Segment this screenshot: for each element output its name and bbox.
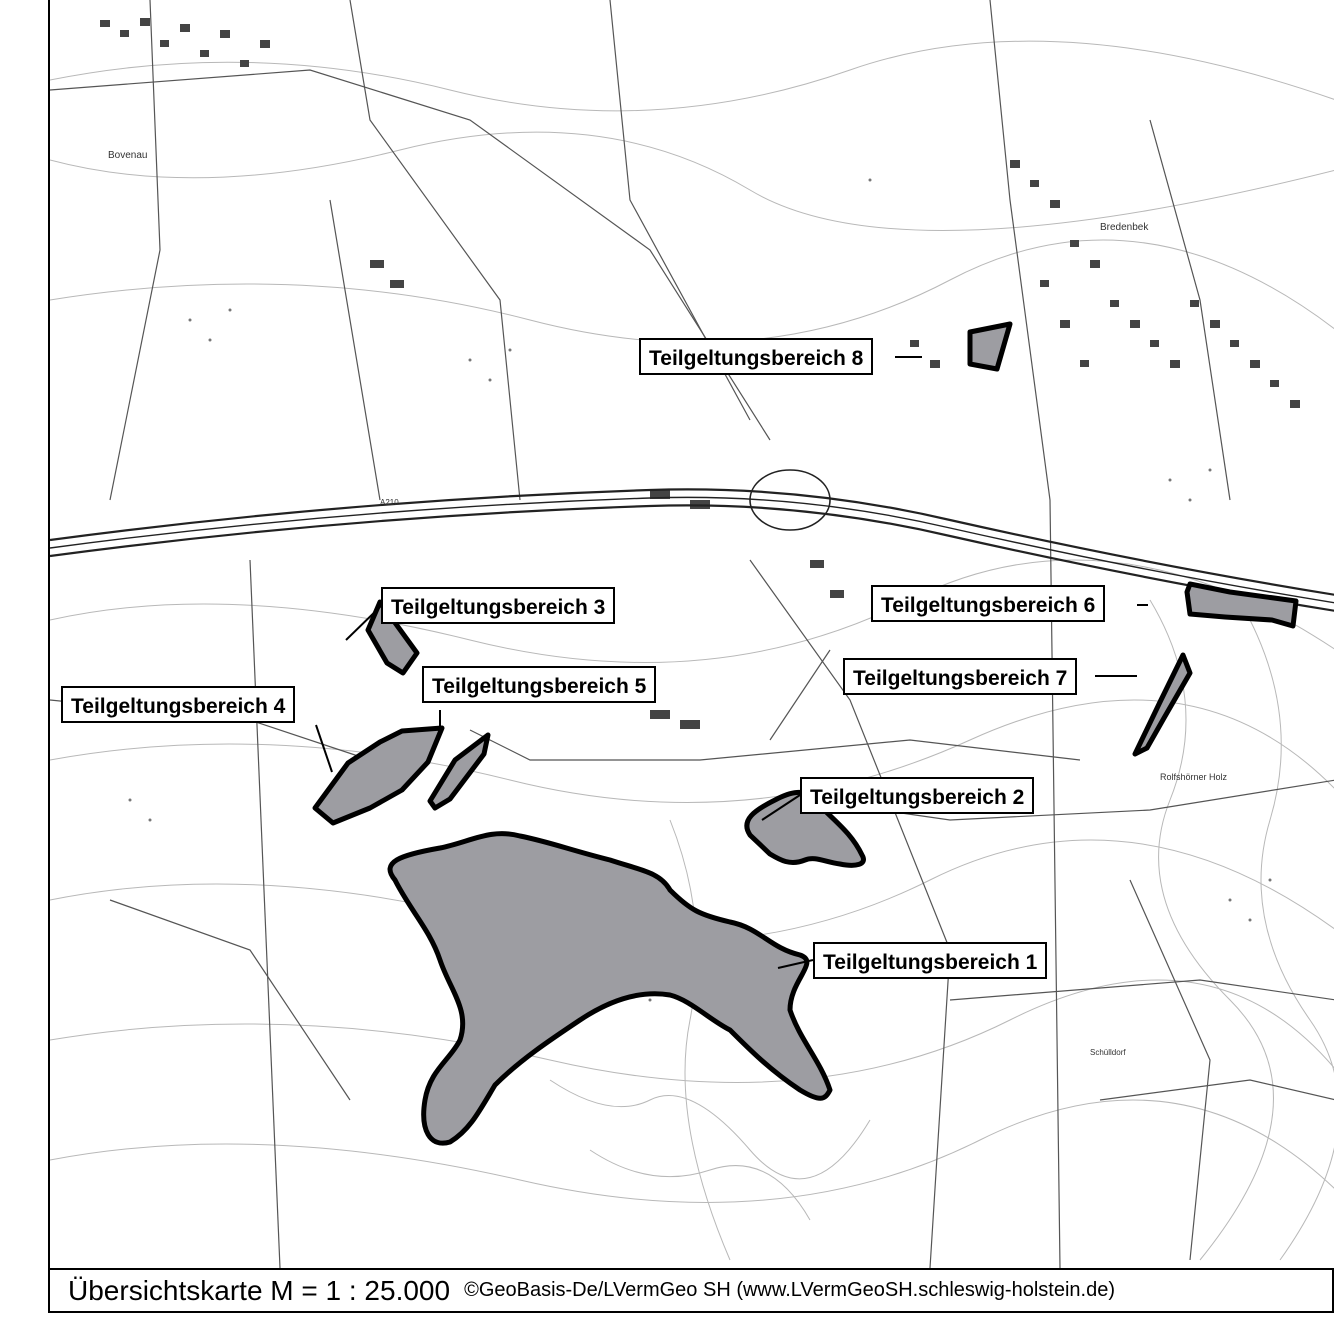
label-teilgeltungsbereich-3: Teilgeltungsbereich 3 [381, 587, 616, 624]
place-label-bredenbek: Bredenbek [1100, 222, 1149, 233]
topographic-map: Bovenau Bredenbek Rolfshörner Holz Schül… [50, 0, 1334, 1268]
label-teilgeltungsbereich-2: Teilgeltungsbereich 2 [800, 777, 1035, 814]
place-label-rolfshoerner-holz: Rolfshörner Holz [1160, 772, 1228, 782]
label-teilgeltungsbereich-1: Teilgeltungsbereich 1 [813, 942, 1048, 979]
area-teilgeltungsbereich-8 [967, 321, 1013, 372]
area-teilgeltungsbereich-1 [387, 831, 833, 1146]
area-teilgeltungsbereich-5 [427, 732, 491, 811]
scale-text: Übersichtskarte M = 1 : 25.000 [68, 1274, 451, 1306]
area-teilgeltungsbereich-3 [365, 599, 420, 676]
place-label-bovenau: Bovenau [108, 150, 147, 161]
label-teilgeltungsbereich-5: Teilgeltungsbereich 5 [422, 666, 657, 703]
label-teilgeltungsbereich-6: Teilgeltungsbereich 6 [871, 585, 1106, 622]
area-teilgeltungsbereich-4 [312, 725, 445, 826]
label-teilgeltungsbereich-4: Teilgeltungsbereich 4 [61, 686, 296, 723]
map-frame: Bovenau Bredenbek Rolfshörner Holz Schül… [48, 0, 1334, 1268]
copyright-text: ©GeoBasis-De/LVermGeo SH (www.LVermGeoSH… [464, 1279, 1115, 1301]
label-teilgeltungsbereich-7: Teilgeltungsbereich 7 [843, 658, 1078, 695]
area-teilgeltungsbereich-7 [1132, 652, 1193, 757]
place-label-schuelldorf: Schülldorf [1090, 1048, 1126, 1057]
label-teilgeltungsbereich-8: Teilgeltungsbereich 8 [639, 338, 874, 375]
map-footer: Übersichtskarte M = 1 : 25.000 ©GeoBasis… [48, 1268, 1334, 1313]
road-label-a210: A210 [380, 498, 399, 507]
area-teilgeltungsbereich-6 [1184, 581, 1299, 629]
